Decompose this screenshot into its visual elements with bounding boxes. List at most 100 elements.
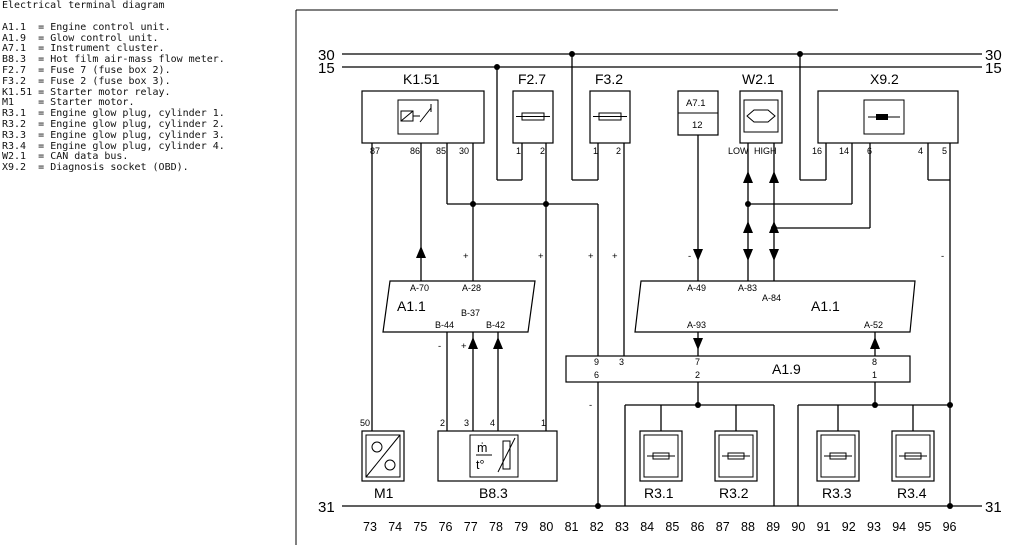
- svg-text:t°: t°: [476, 458, 484, 472]
- b83-pin-4: 4: [490, 418, 495, 428]
- legend-code: F2.7: [2, 64, 27, 76]
- legend-separator: =: [26, 108, 51, 120]
- wiring: [371, 54, 951, 506]
- polarity-plus: +: [612, 251, 618, 262]
- x92-pin-5: 5: [942, 146, 947, 156]
- motor-icon: [365, 434, 401, 478]
- a11-left-pin-a28: A-28: [462, 283, 481, 293]
- a19-pin-1: 1: [872, 370, 877, 380]
- track-number: 91: [817, 520, 831, 534]
- a11-left-pin-a70: A-70: [410, 283, 429, 293]
- glow-plug-r31: [639, 430, 683, 482]
- b83-pin-1: 1: [541, 418, 546, 428]
- legend-desc: CAN data bus.: [50, 151, 129, 163]
- a11-right-pin-a84: A-84: [762, 293, 781, 303]
- legend-code: F3.2: [2, 75, 27, 87]
- track-number: 96: [943, 520, 957, 534]
- mass-flow-sensor-icon: ṁ t°: [469, 434, 519, 478]
- f27-pin-1: 1: [516, 146, 521, 156]
- legend-separator: =: [26, 64, 51, 76]
- legend-code: R3.3: [2, 129, 27, 141]
- rail-30-label-right: 30: [985, 47, 1002, 64]
- a11-right-box: [634, 280, 916, 333]
- legend-code: A1.1: [2, 21, 27, 33]
- m1-title: M1: [374, 485, 394, 501]
- legend-separator: =: [26, 118, 51, 130]
- legend-separator: =: [26, 75, 51, 87]
- legend-separator: =: [26, 140, 51, 152]
- legend-item: R3.2 = Engine glow plug, cylinder 2.: [2, 118, 292, 131]
- arrow-up-icon: [416, 171, 880, 349]
- legend-desc: Starter motor.: [50, 97, 135, 109]
- legend-code: K1.51: [2, 86, 33, 98]
- track-number: 81: [565, 520, 579, 534]
- track-number: 89: [766, 520, 780, 534]
- fuse-icon: [516, 112, 550, 121]
- a19-pin-8: 8: [872, 357, 877, 367]
- polarity-marks: + + + + - - - + -: [438, 251, 944, 411]
- legend-desc: Engine control unit.: [50, 21, 171, 33]
- legend-desc: Engine glow plug, cylinder 1.: [50, 108, 225, 120]
- k151-pin-30: 30: [459, 146, 469, 156]
- a19-pin-7: 7: [695, 357, 700, 367]
- rail-30-label-left: 30: [318, 47, 335, 64]
- a11-left-pin-b37: B-37: [461, 308, 480, 318]
- polarity-minus: -: [688, 251, 691, 262]
- w21-pin-low: LOW: [728, 146, 749, 156]
- polarity-plus: +: [463, 251, 469, 262]
- a11-right-pin-a93: A-93: [687, 320, 706, 330]
- track-number: 86: [691, 520, 705, 534]
- legend-code: A1.9: [2, 32, 27, 44]
- a19-pin-6: 6: [594, 370, 599, 380]
- legend-separator: =: [26, 162, 51, 174]
- legend-item: R3.3 = Engine glow plug, cylinder 3.: [2, 129, 292, 142]
- track-number: 95: [917, 520, 931, 534]
- r33-title: R3.3: [822, 485, 852, 501]
- legend-desc: Starter motor relay.: [50, 86, 171, 98]
- svg-text:ṁ: ṁ: [477, 441, 487, 455]
- a11-left-box: [382, 280, 536, 333]
- legend-desc: Engine glow plug, cylinder 2.: [50, 118, 225, 130]
- glow-plug-r33: [816, 430, 860, 482]
- can-bus-icon: [743, 99, 779, 133]
- track-number: 80: [539, 520, 553, 534]
- legend-separator: =: [26, 21, 51, 33]
- track-number: 79: [514, 520, 528, 534]
- f32-title: F3.2: [595, 71, 623, 87]
- a19-box: [565, 355, 911, 383]
- legend-desc: Glow control unit.: [50, 32, 159, 44]
- track-number: 87: [716, 520, 730, 534]
- track-number: 84: [640, 520, 654, 534]
- f32-pin-2: 2: [616, 146, 621, 156]
- legend-desc: Fuse 7 (fuse box 2).: [50, 64, 171, 76]
- legend-item: B8.3 = Hot film air-mass flow meter.: [2, 54, 292, 66]
- legend-desc: Diagnosis socket (OBD).: [50, 162, 189, 174]
- track-number: 93: [867, 520, 881, 534]
- legend-separator: =: [26, 151, 51, 163]
- legend-list: A1.1 = Engine control unit. A1.9 = Glow c…: [2, 21, 292, 174]
- a71-title: A7.1: [686, 98, 706, 109]
- track-number: 88: [741, 520, 755, 534]
- legend-item: F2.7 = Fuse 7 (fuse box 2).: [2, 64, 292, 77]
- w21-pin-high: HIGH: [754, 146, 777, 156]
- legend: Electrical terminal diagram A1.1 = Engin…: [2, 0, 292, 174]
- rail-31-label-right: 31: [985, 499, 1002, 516]
- a11-right-pin-a83: A-83: [738, 283, 757, 293]
- a11-left-pin-b42: B-42: [486, 320, 505, 330]
- legend-separator: =: [26, 32, 51, 44]
- legend-separator: =: [14, 97, 51, 109]
- relay-coil-icon: [397, 99, 439, 135]
- r34-title: R3.4: [897, 485, 927, 501]
- a19-pin-2: 2: [695, 370, 700, 380]
- legend-code: X9.2: [2, 162, 27, 174]
- polarity-plus: +: [588, 251, 594, 262]
- legend-code: A7.1: [2, 43, 27, 55]
- k151-pin-87: 87: [370, 146, 380, 156]
- b83-title: B8.3: [479, 485, 508, 501]
- polarity-plus: +: [461, 341, 467, 352]
- legend-code: R3.1: [2, 108, 27, 120]
- rail-15-label-left: 15: [318, 60, 335, 77]
- b83-pin-2: 2: [440, 418, 445, 428]
